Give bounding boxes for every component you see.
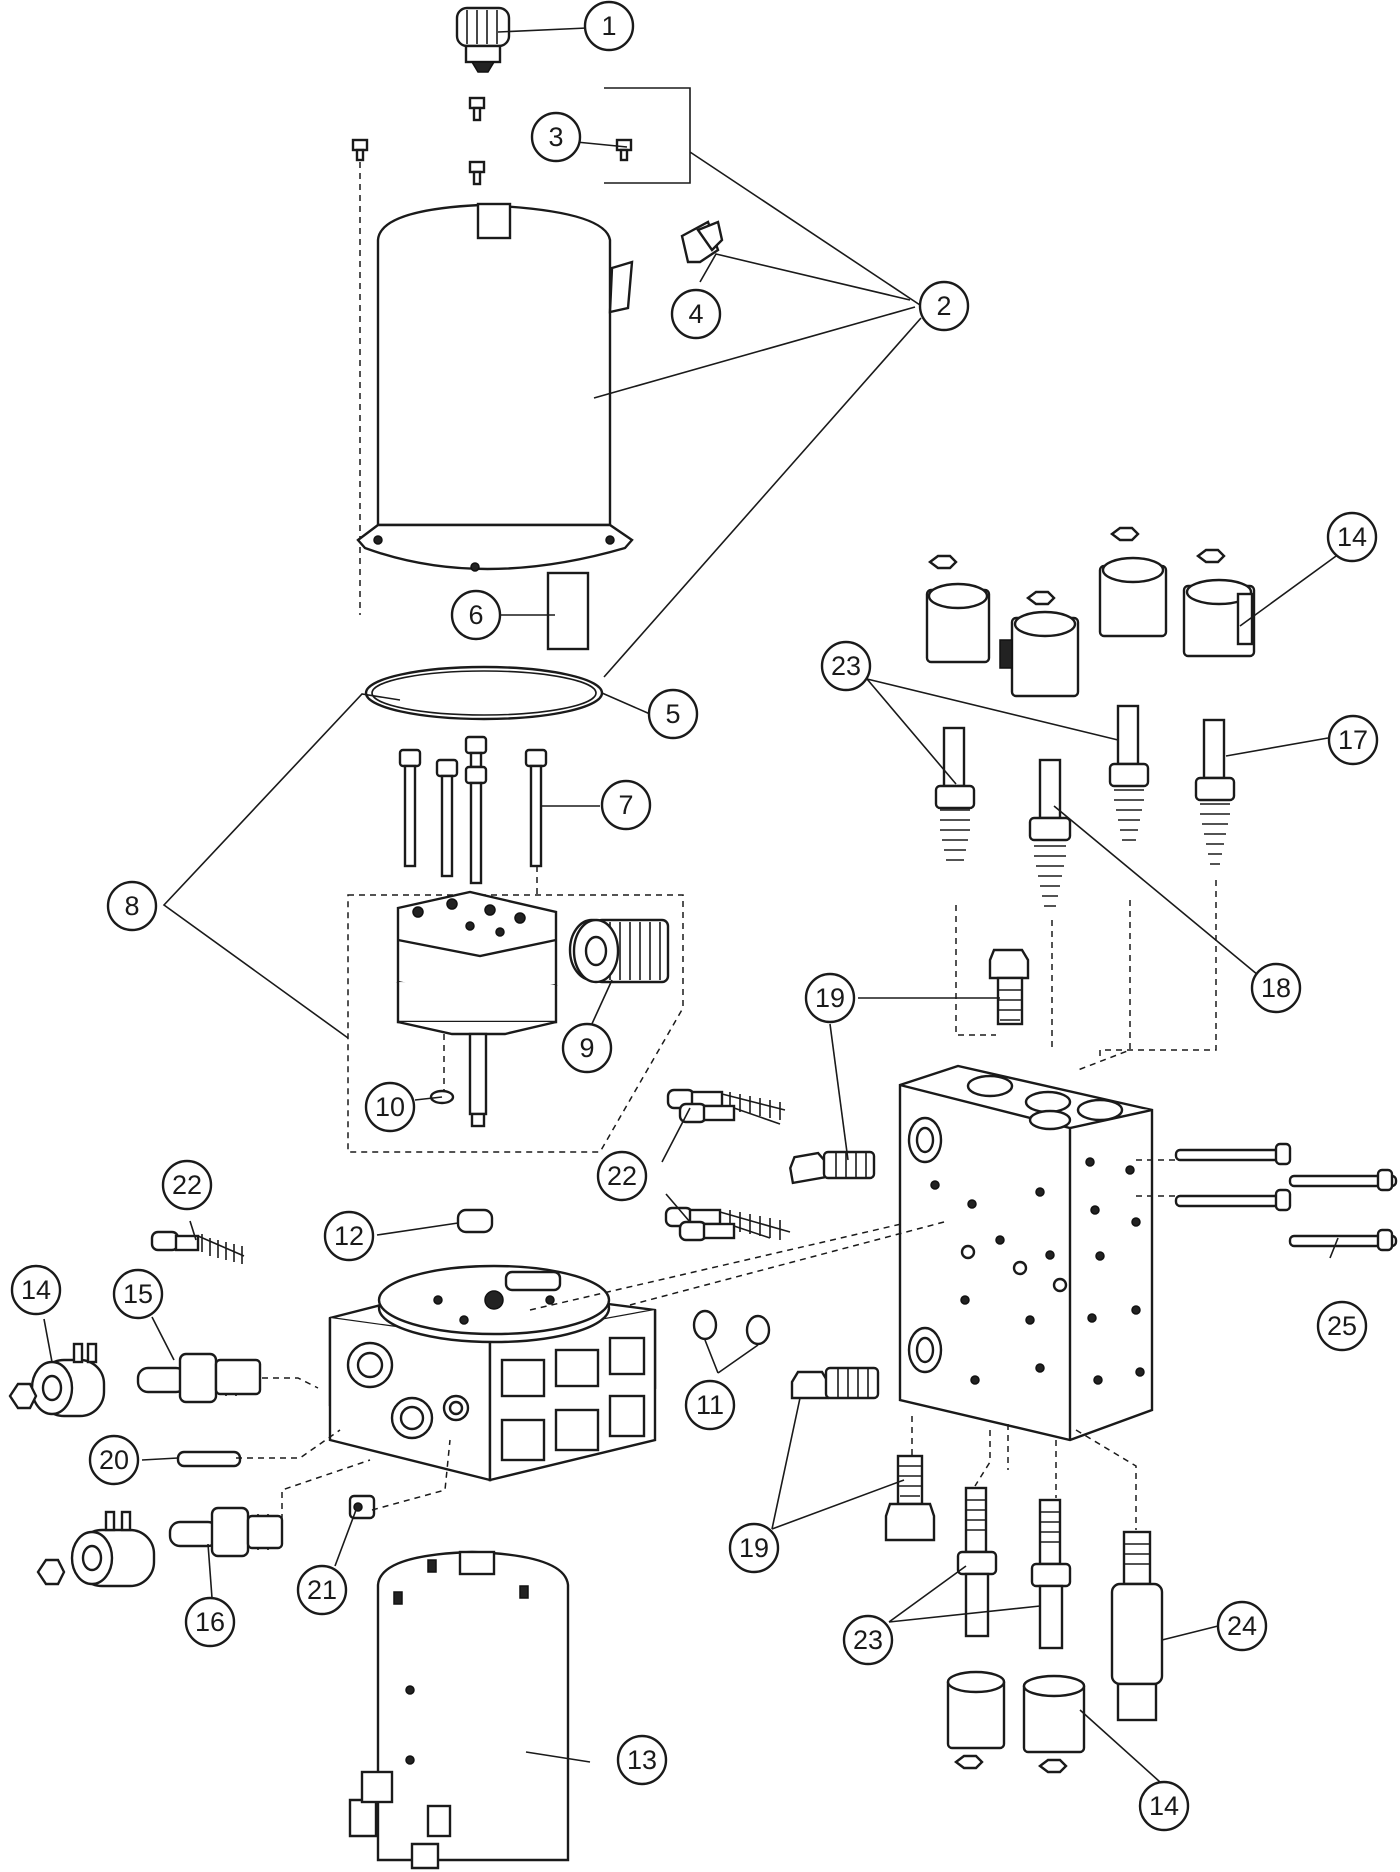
callout-19-bottom: 19 — [728, 1522, 780, 1574]
callout-14-top-label: 14 — [1337, 522, 1367, 552]
callout-3-label: 3 — [548, 122, 563, 152]
motor — [348, 1550, 570, 1870]
callout-23-top: 23 — [820, 640, 872, 692]
small-screws — [351, 96, 633, 186]
callout-20: 20 — [88, 1434, 140, 1486]
callout-24: 24 — [1216, 1600, 1268, 1652]
callout-10-label: 10 — [375, 1092, 405, 1122]
callout-22-middle: 22 — [596, 1150, 648, 1202]
callout-1: 1 — [583, 0, 635, 52]
relief-valves-22-middle — [664, 1088, 791, 1242]
check-valve-19-bottom — [884, 1454, 936, 1542]
callout-11-label: 11 — [696, 1390, 724, 1420]
callout-8: 8 — [106, 880, 158, 932]
callout-15: 15 — [112, 1268, 164, 1320]
callout-13: 13 — [616, 1734, 668, 1786]
callout-9: 9 — [561, 1022, 613, 1074]
leader-lines — [43, 27, 1344, 1783]
solenoid-coils-top-right — [925, 526, 1256, 698]
callout-2-label: 2 — [936, 291, 951, 321]
callout-25-label: 25 — [1327, 1311, 1357, 1341]
callout-10: 10 — [364, 1081, 416, 1133]
suction-filter — [568, 918, 670, 984]
valve-block-right — [898, 1064, 1154, 1442]
callout-5-label: 5 — [665, 699, 680, 729]
o-ring-seal — [364, 665, 604, 721]
callout-7-label: 7 — [618, 790, 633, 820]
callout-14-top: 14 — [1326, 511, 1378, 563]
check-valve-19-side-lower — [790, 1366, 880, 1400]
callout-4-label: 4 — [688, 299, 703, 329]
valve-cartridge-15 — [136, 1352, 262, 1404]
callout-13-label: 13 — [627, 1745, 657, 1775]
gasket-block — [546, 571, 590, 651]
callout-12: 12 — [323, 1210, 375, 1262]
callout-21-label: 21 — [307, 1575, 337, 1605]
callout-25: 25 — [1316, 1300, 1368, 1352]
callout-15-label: 15 — [123, 1279, 153, 1309]
callout-5: 5 — [647, 688, 699, 740]
callout-22-left: 22 — [161, 1159, 213, 1211]
callout-8-label: 8 — [124, 891, 139, 921]
callout-17-label: 17 — [1338, 725, 1368, 755]
callout-17: 17 — [1327, 714, 1379, 766]
callout-19-top: 19 — [804, 972, 856, 1024]
callout-18-label: 18 — [1261, 973, 1291, 1003]
pressure-switch-24 — [1110, 1530, 1164, 1722]
reservoir-tank — [356, 202, 634, 572]
callout-22-middle-label: 22 — [607, 1161, 637, 1191]
callout-24-label: 24 — [1227, 1611, 1257, 1641]
elbow-fitting — [680, 220, 724, 264]
callout-23-bottom: 23 — [842, 1614, 894, 1666]
callout-6: 6 — [450, 589, 502, 641]
callout-21: 21 — [296, 1564, 348, 1616]
pin-20 — [176, 1450, 242, 1468]
callout-23-bottom-label: 23 — [853, 1625, 883, 1655]
callout-7: 7 — [600, 779, 652, 831]
pump-assembly-frame — [347, 894, 684, 1153]
valve-cartridges-top-right — [934, 704, 1236, 907]
solenoid-coils-bottom-right — [946, 1670, 1086, 1774]
callout-19-top-label: 19 — [815, 983, 845, 1013]
valve-cartridge-16 — [168, 1506, 284, 1558]
callout-22-left-label: 22 — [172, 1170, 202, 1200]
callout-19-bottom-label: 19 — [739, 1533, 769, 1563]
callout-2: 2 — [918, 280, 970, 332]
callout-1-label: 1 — [601, 11, 616, 41]
manifold-block-left — [328, 1264, 657, 1482]
bolts-25 — [1174, 1142, 1398, 1252]
valve-cartridges-bottom — [956, 1486, 1072, 1650]
callout-18: 18 — [1250, 962, 1302, 1014]
callout-3: 3 — [530, 111, 582, 163]
check-valve-19-side-upper — [789, 1150, 876, 1185]
callout-14-left: 14 — [10, 1264, 62, 1316]
callout-6-label: 6 — [468, 600, 483, 630]
seal-12 — [456, 1208, 494, 1234]
solenoid-coil-left-upper — [8, 1342, 106, 1418]
o-rings-11 — [692, 1309, 771, 1346]
solenoid-coil-left-lower — [36, 1510, 156, 1588]
callout-12-label: 12 — [334, 1221, 364, 1251]
callout-20-label: 20 — [99, 1445, 129, 1475]
callout-16-label: 16 — [195, 1607, 225, 1637]
callout-16: 16 — [184, 1596, 236, 1648]
pump-body — [396, 890, 558, 1128]
long-bolts — [398, 735, 548, 885]
relief-valve-22-left — [150, 1230, 245, 1264]
breather-cap — [455, 6, 511, 73]
callout-9-label: 9 — [579, 1033, 594, 1063]
callout-14-bottom-label: 14 — [1149, 1791, 1179, 1821]
plug-21 — [348, 1494, 376, 1520]
callout-14-left-label: 14 — [21, 1275, 51, 1305]
callout-11: 11 — [684, 1379, 736, 1431]
check-valve-19-top — [988, 948, 1030, 1026]
callout-14-bottom: 14 — [1138, 1780, 1190, 1832]
callout-4: 4 — [670, 288, 722, 340]
callout-23-top-label: 23 — [831, 651, 861, 681]
